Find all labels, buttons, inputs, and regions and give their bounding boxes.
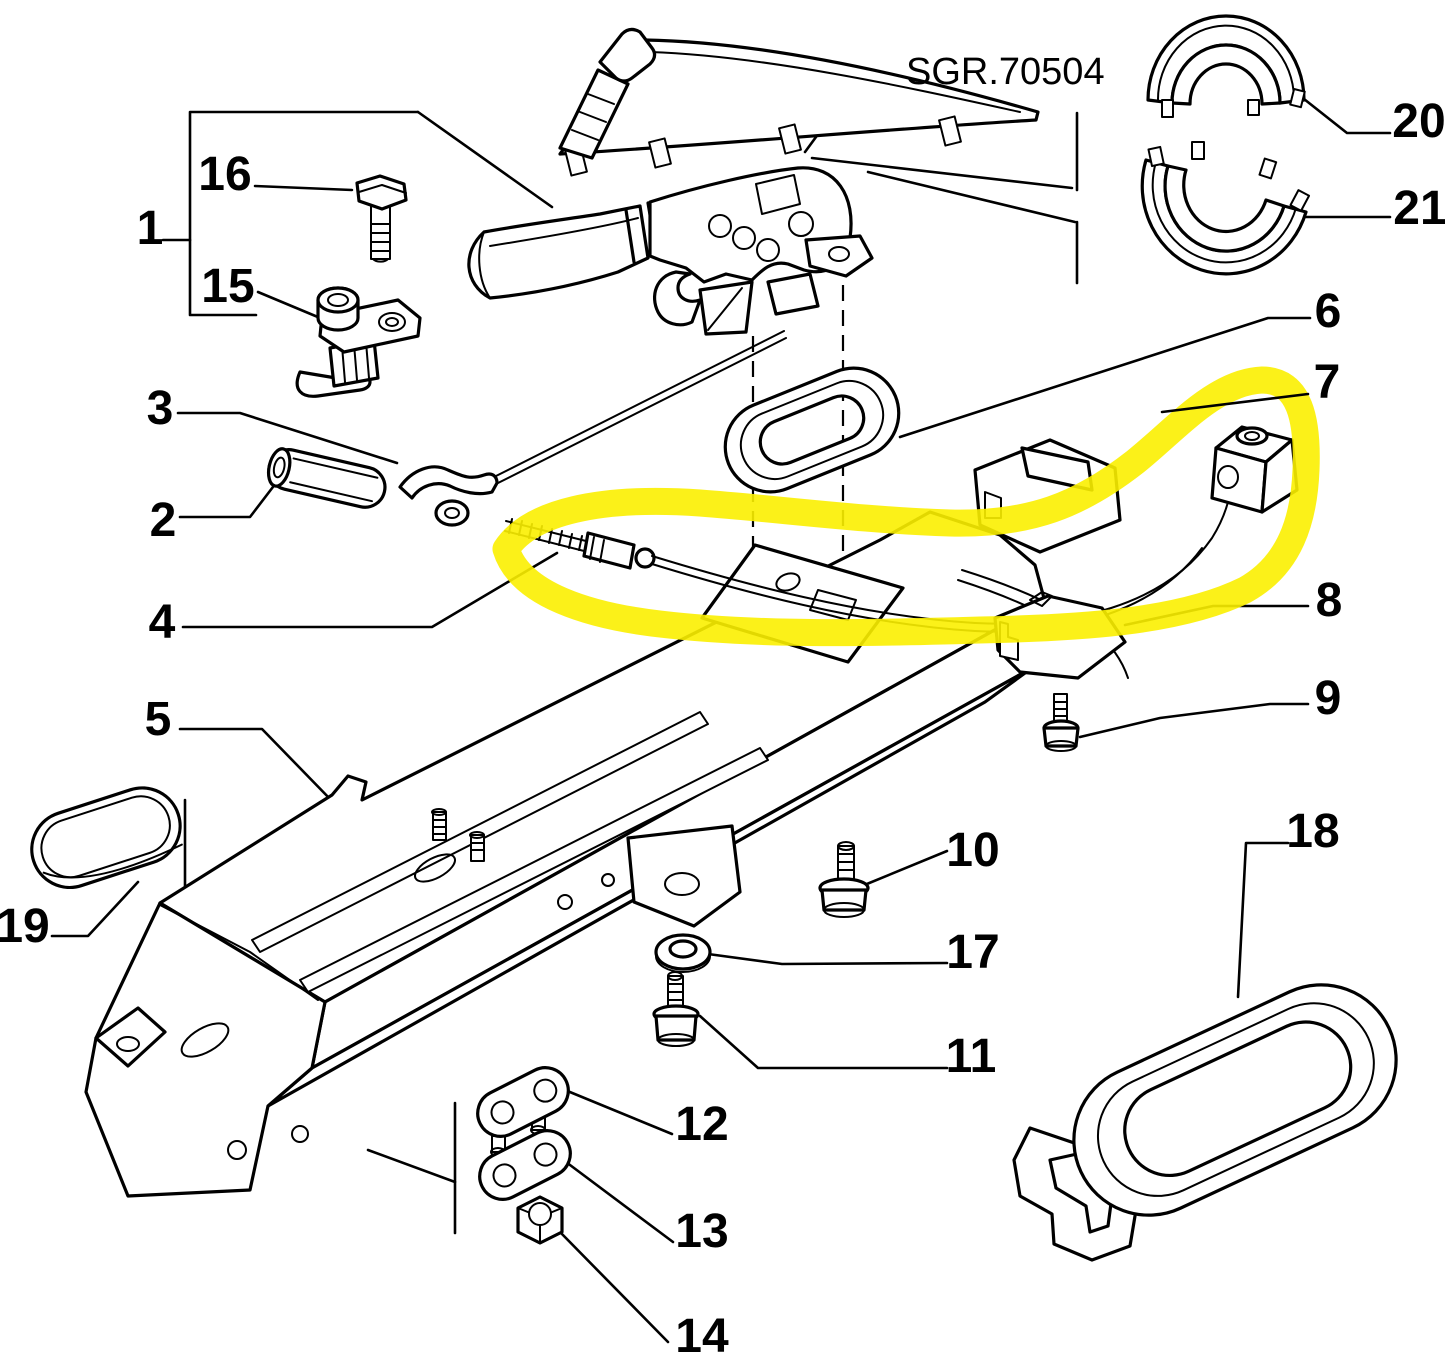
- callout-18: 18: [1286, 805, 1339, 858]
- reference-label: SGR.70504: [906, 51, 1105, 93]
- stud-bolt-part10: [818, 841, 870, 918]
- callout-19: 19: [0, 900, 50, 953]
- callout-4: 4: [149, 596, 176, 649]
- callout-11: 11: [946, 1030, 997, 1083]
- frame-stud: [469, 831, 485, 862]
- hex-nut-part14: [516, 1195, 564, 1245]
- bolt-part16: [355, 174, 408, 263]
- leader-part7: [1160, 392, 1310, 414]
- callout-9: 9: [1315, 672, 1342, 725]
- callout-5: 5: [145, 693, 172, 746]
- cover-pad-part19: [30, 786, 183, 890]
- callout-17: 17: [946, 926, 999, 979]
- callout-1: 1: [137, 202, 164, 255]
- link-plate-part13: [478, 1129, 572, 1201]
- bushing-upper-half-part20: [1146, 14, 1306, 118]
- bolt-part11: [652, 971, 700, 1047]
- group-bracket-part1: [161, 110, 1079, 317]
- washer-part17: [654, 933, 712, 973]
- highlight-loop-part7: [492, 366, 1320, 647]
- callout-6: 6: [1315, 285, 1342, 338]
- callout-12: 12: [675, 1098, 728, 1151]
- link-plate-part12: [476, 1066, 570, 1157]
- callout-2: 2: [150, 494, 177, 547]
- callout-15: 15: [201, 260, 254, 313]
- callout-10: 10: [946, 824, 999, 877]
- callout-13: 13: [675, 1205, 728, 1258]
- callout-labels: 1 2 3 4 5 6 7 8 9 10 11 12 13 14 15 16 1…: [0, 51, 1445, 1353]
- frame-stud: [431, 808, 447, 841]
- boot-frame-part18: [1012, 983, 1398, 1262]
- bushing-lower-half-part21: [1140, 141, 1311, 276]
- callout-16: 16: [198, 148, 251, 201]
- pull-rod-part3: [398, 330, 787, 527]
- lever-gaiter-boot: [558, 27, 1040, 177]
- callout-20: 20: [1392, 95, 1445, 148]
- callout-7: 7: [1314, 356, 1341, 409]
- handbrake-lever-assembly: [467, 166, 874, 336]
- cable-end-block-part7: [1210, 425, 1299, 514]
- pawl-pivot-part15: [295, 286, 422, 398]
- spacer-tube-part2: [266, 447, 387, 509]
- callout-3: 3: [147, 382, 174, 435]
- callout-21: 21: [1393, 182, 1445, 235]
- callout-14: 14: [675, 1310, 729, 1353]
- oval-grommet-part6: [723, 366, 901, 494]
- clamp-bolt-part9: [1042, 693, 1080, 752]
- alignment-dashed-lines: [751, 285, 845, 585]
- callout-8: 8: [1316, 574, 1343, 627]
